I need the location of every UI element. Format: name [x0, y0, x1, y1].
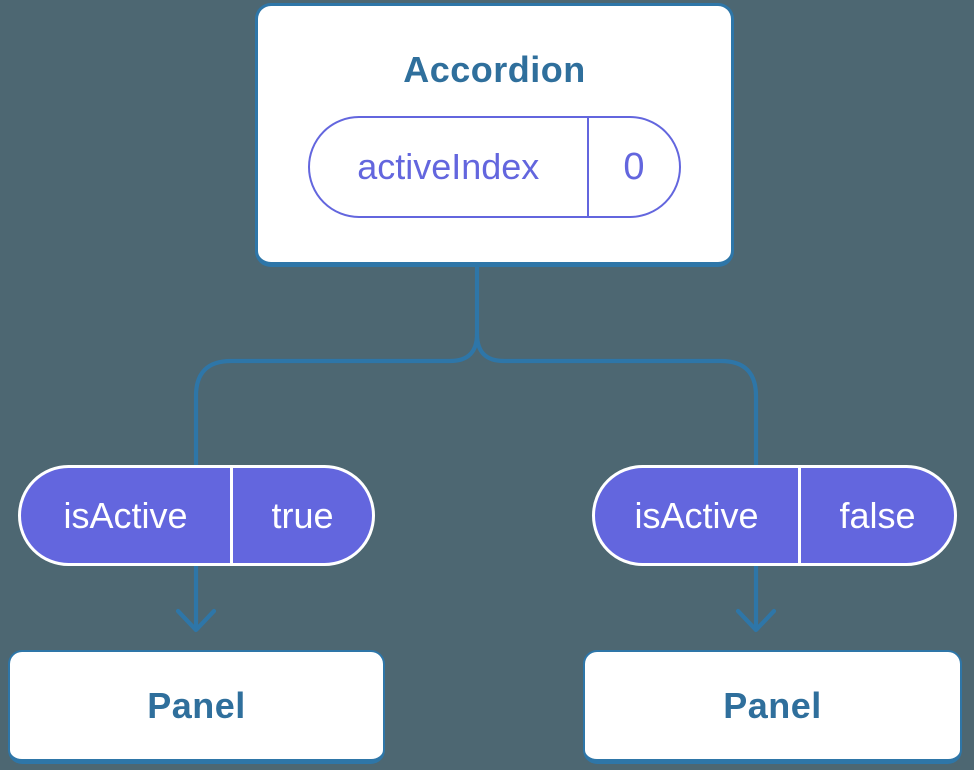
accordion-node: Accordion activeIndex 0 — [255, 3, 734, 267]
prop-value-label: true — [271, 494, 334, 536]
panel-node-title: Panel — [723, 684, 822, 726]
prop-pill-divider — [798, 468, 801, 563]
connector-right-branch — [474, 331, 759, 631]
connector-left-branch — [193, 263, 480, 631]
panel-node-title: Panel — [147, 684, 246, 726]
prop-name-label: isActive — [634, 494, 759, 536]
arrowhead-right-icon — [735, 608, 777, 633]
prop-pill-divider — [230, 468, 233, 563]
state-name-label: activeIndex — [357, 146, 540, 187]
state-pill-divider — [586, 118, 589, 216]
prop-name-label: isActive — [63, 494, 188, 536]
prop-pill-isactive-false: isActive false — [592, 465, 957, 566]
panel-node-left: Panel — [8, 650, 385, 764]
prop-pill-isactive-true: isActive true — [18, 465, 375, 566]
arrowhead-left-icon — [175, 608, 217, 633]
panel-node-right: Panel — [583, 650, 962, 764]
accordion-node-title: Accordion — [403, 49, 586, 90]
state-value-label: 0 — [623, 145, 645, 188]
state-pill-activeindex: activeIndex 0 — [308, 116, 681, 218]
prop-value-label: false — [839, 494, 916, 536]
